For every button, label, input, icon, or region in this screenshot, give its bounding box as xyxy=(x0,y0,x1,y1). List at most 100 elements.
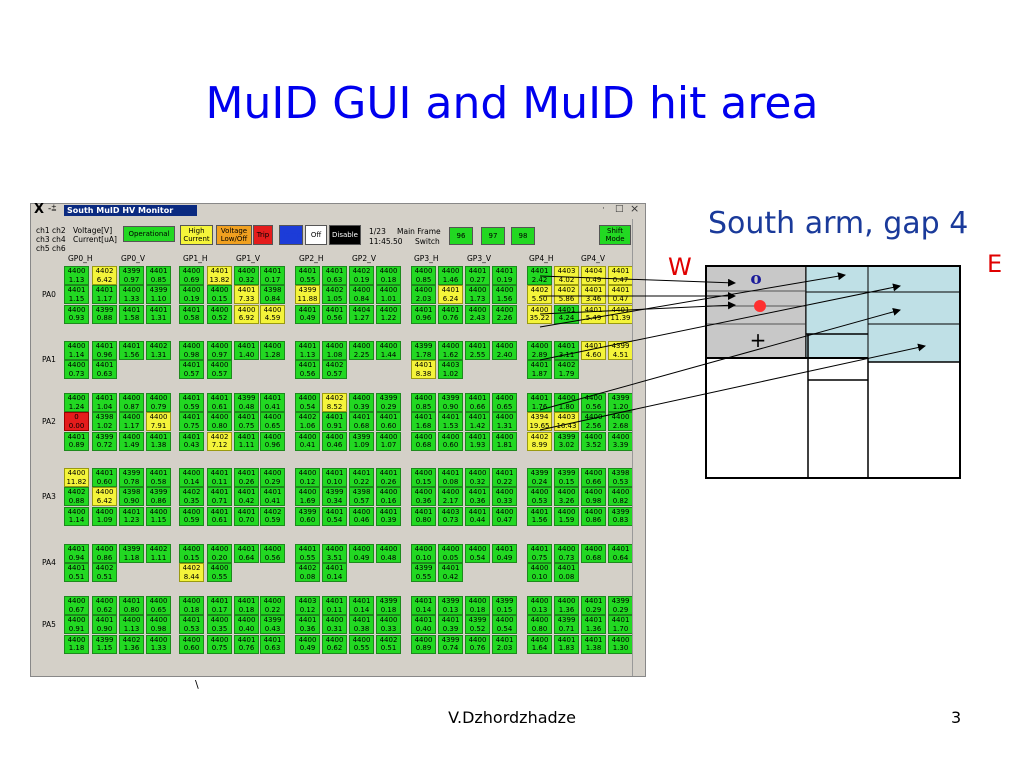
window-titlebar[interactable]: X -⩲ South MuID HV Monitor · □ × xyxy=(31,202,645,218)
maximize-icon[interactable]: □ xyxy=(615,204,624,214)
